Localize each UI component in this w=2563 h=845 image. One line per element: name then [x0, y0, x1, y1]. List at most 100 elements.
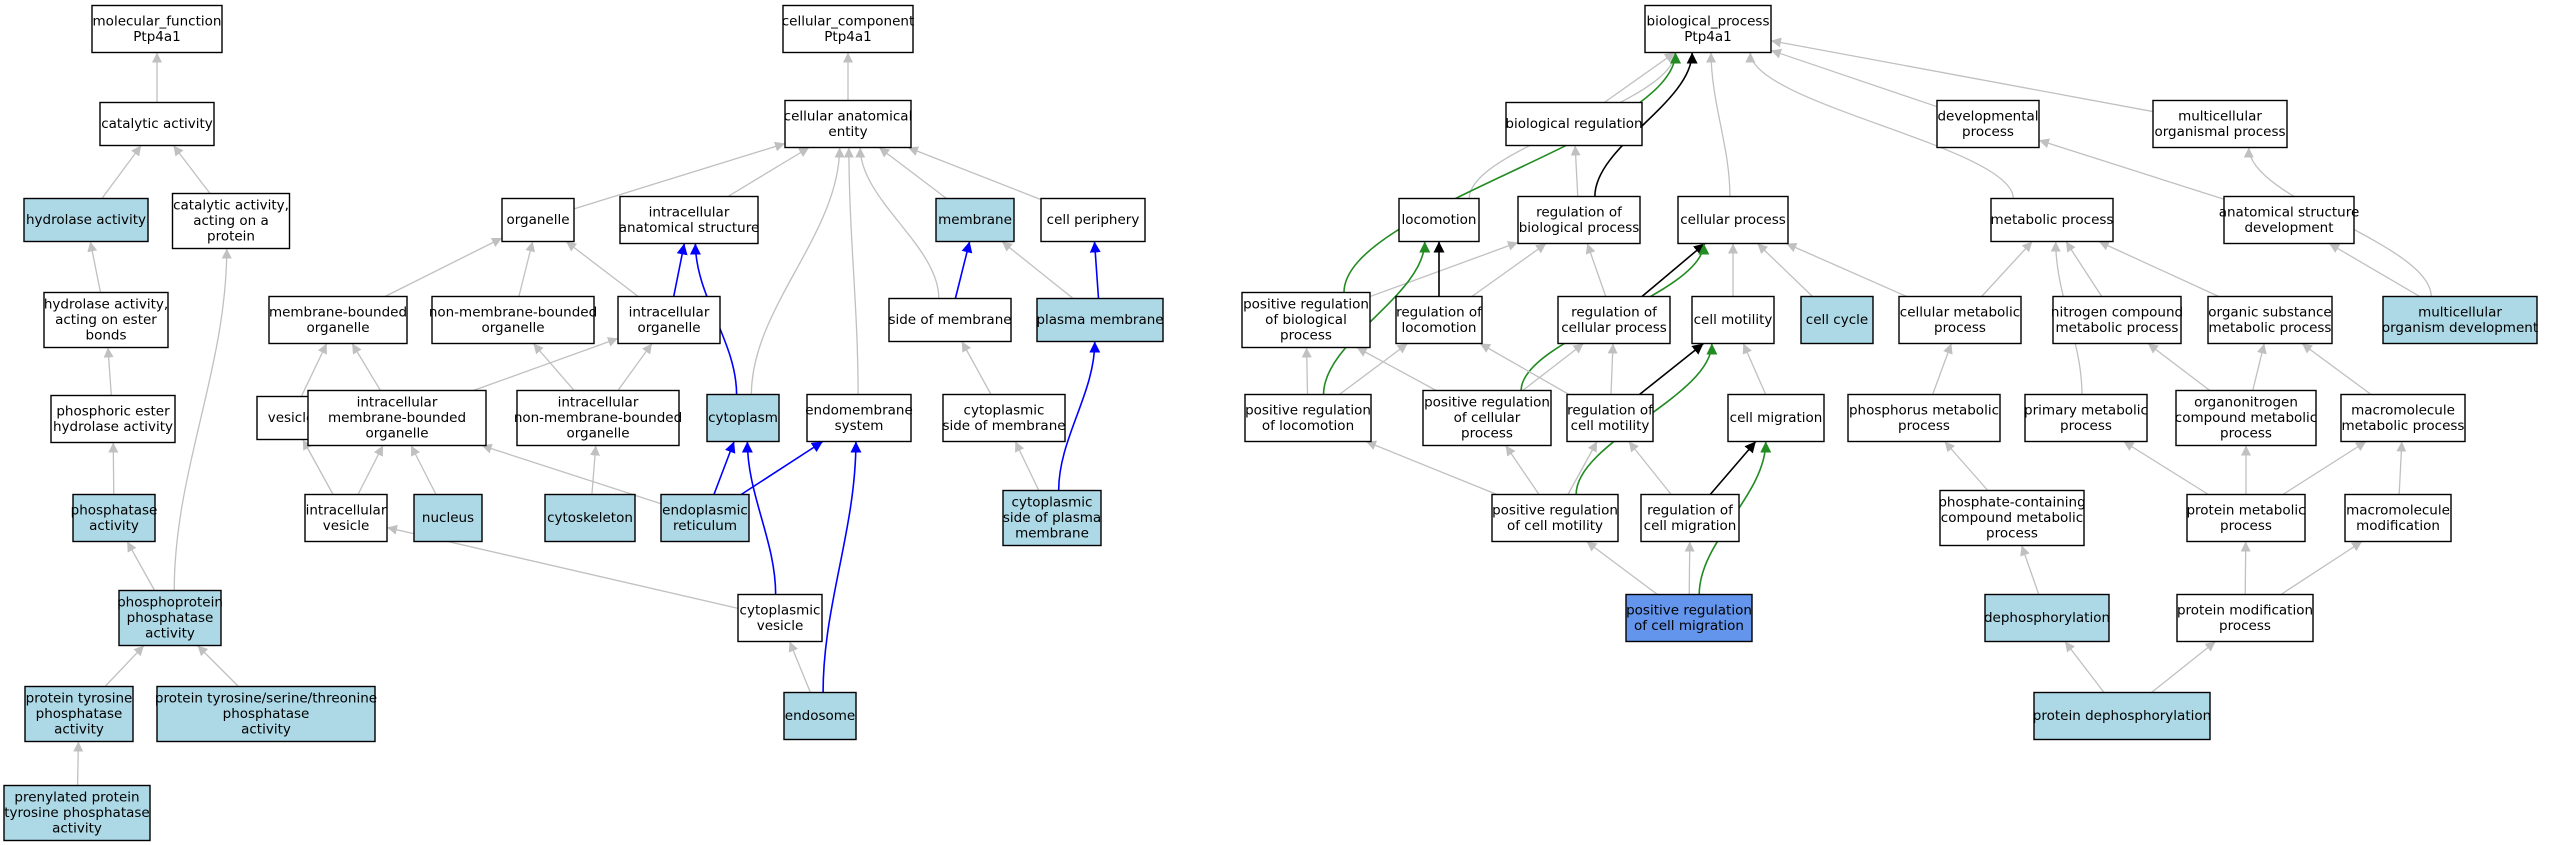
- node-box[interactable]: [516, 389, 680, 447]
- node-box[interactable]: [782, 4, 914, 54]
- node-cellular-proc[interactable]: cellular process: [1677, 195, 1789, 245]
- node-cytoplasm[interactable]: cytoplasm: [706, 393, 780, 443]
- node-box[interactable]: [1491, 493, 1619, 543]
- node-box[interactable]: [544, 493, 636, 543]
- node-box[interactable]: [2382, 295, 2538, 345]
- node-box[interactable]: [3, 784, 151, 842]
- node-box[interactable]: [118, 589, 222, 647]
- node-endosome[interactable]: endosome: [783, 691, 857, 741]
- node-box[interactable]: [784, 99, 912, 149]
- node-box[interactable]: [2175, 389, 2317, 447]
- node-hydrolase[interactable]: hydrolase activity: [23, 197, 149, 243]
- node-box[interactable]: [2152, 99, 2288, 149]
- node-cell-periphery[interactable]: cell periphery: [1040, 197, 1146, 243]
- node-box[interactable]: [706, 393, 780, 443]
- node-box[interactable]: [617, 295, 721, 345]
- node-box[interactable]: [72, 493, 156, 543]
- node-box[interactable]: [1644, 4, 1772, 54]
- node-box[interactable]: [23, 197, 149, 243]
- node-box[interactable]: [1898, 295, 2022, 345]
- node-inmbo[interactable]: intracellularnon-membrane-boundedorganel…: [514, 389, 682, 447]
- node-box[interactable]: [1640, 493, 1740, 543]
- node-box[interactable]: [1936, 99, 2040, 149]
- node-cytoskeleton[interactable]: cytoskeleton: [544, 493, 636, 543]
- node-box[interactable]: [1002, 489, 1102, 547]
- node-box[interactable]: [942, 393, 1066, 443]
- node-box[interactable]: [2344, 493, 2452, 543]
- node-box[interactable]: [99, 101, 215, 147]
- node-box[interactable]: [2024, 393, 2148, 443]
- node-box[interactable]: [2207, 295, 2333, 345]
- node-box[interactable]: [1241, 291, 1371, 349]
- node-box[interactable]: [619, 195, 759, 245]
- node-locomotion[interactable]: locomotion: [1398, 197, 1480, 243]
- node-box[interactable]: [1939, 489, 2085, 547]
- node-box[interactable]: [1984, 593, 2110, 643]
- node-plasma-membrane[interactable]: plasma membrane: [1036, 297, 1164, 343]
- node-box[interactable]: [1398, 197, 1480, 243]
- node-box[interactable]: [156, 685, 376, 743]
- node-box[interactable]: [24, 685, 134, 743]
- node-box[interactable]: [431, 295, 595, 345]
- node-box[interactable]: [2223, 195, 2355, 245]
- node-box[interactable]: [307, 389, 487, 447]
- node-box[interactable]: [2186, 493, 2306, 543]
- node-box[interactable]: [1557, 295, 1671, 345]
- node-box[interactable]: [1517, 195, 1641, 245]
- node-catalytic[interactable]: catalytic activity: [99, 101, 215, 147]
- node-dephosphorylation[interactable]: dephosphorylation: [1984, 593, 2110, 643]
- node-box[interactable]: [1677, 195, 1789, 245]
- node-metabolic[interactable]: metabolic process: [1990, 197, 2114, 243]
- node-box[interactable]: [1847, 393, 2001, 443]
- node-box[interactable]: [1625, 593, 1753, 643]
- node-box[interactable]: [50, 394, 176, 444]
- node-box[interactable]: [806, 393, 912, 443]
- node-organelle[interactable]: organelle: [501, 197, 575, 243]
- node-box[interactable]: [413, 493, 483, 543]
- node-box[interactable]: [1990, 197, 2114, 243]
- node-box[interactable]: [1566, 393, 1654, 443]
- node-box[interactable]: [737, 593, 823, 643]
- node-box[interactable]: [2052, 295, 2182, 345]
- node-side-membrane[interactable]: side of membrane: [888, 297, 1012, 343]
- node-box[interactable]: [91, 4, 223, 54]
- node-box[interactable]: [2176, 593, 2314, 643]
- node-box[interactable]: [783, 691, 857, 741]
- node-nucleus[interactable]: nucleus: [413, 493, 483, 543]
- node-protein-dephos[interactable]: protein dephosphorylation: [2033, 691, 2211, 741]
- node-cell-cycle[interactable]: cell cycle: [1800, 295, 1874, 345]
- node-box[interactable]: [501, 197, 575, 243]
